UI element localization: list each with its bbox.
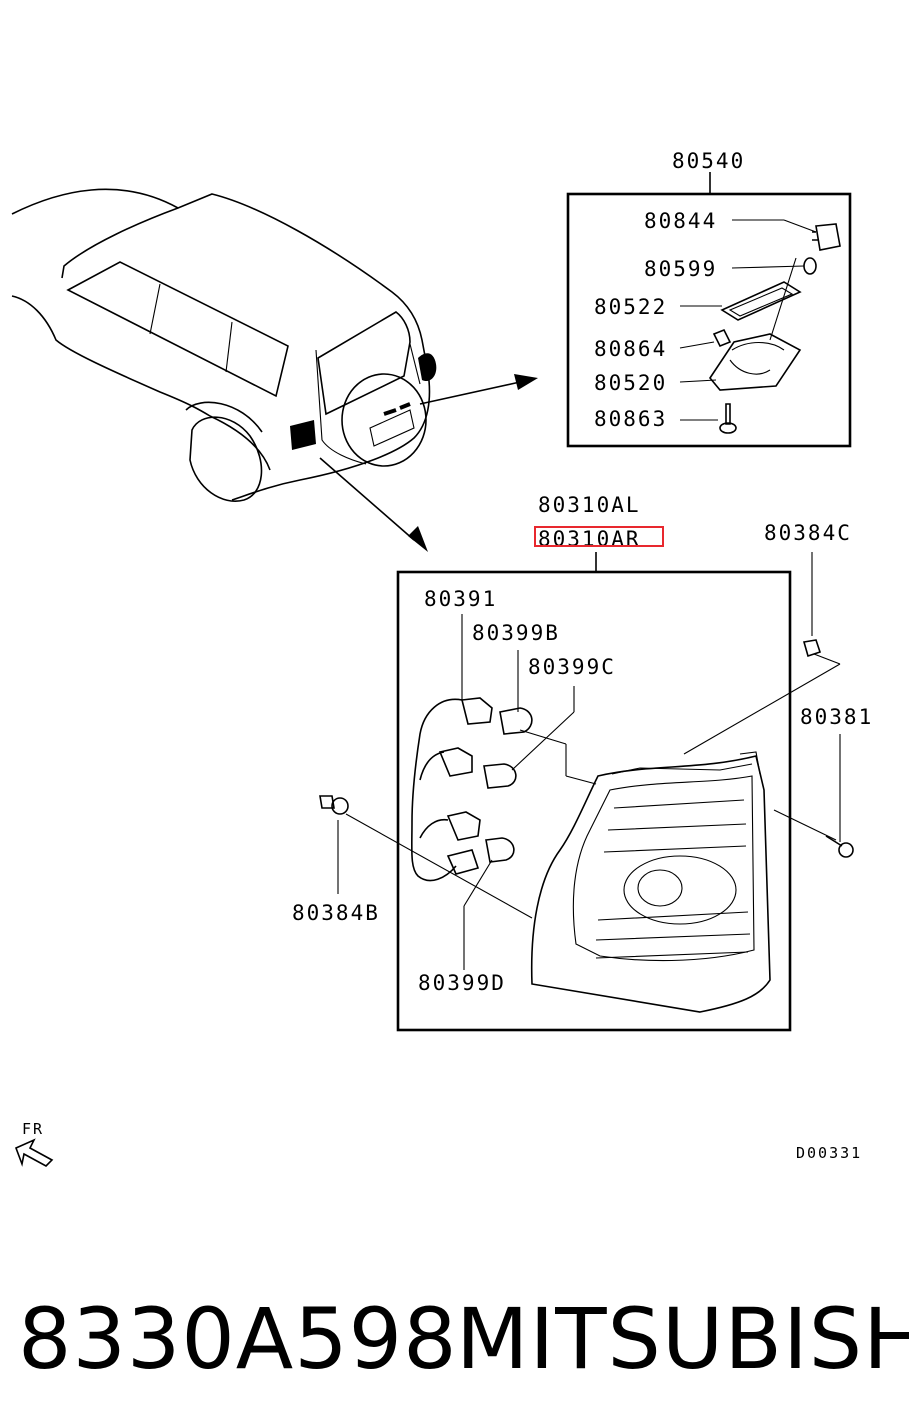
nut-icon — [712, 328, 732, 348]
screw-icon — [719, 403, 737, 434]
label-lens: 80522 — [594, 295, 667, 319]
front-indicator: FR — [14, 1120, 54, 1167]
label-screw: 80863 — [594, 407, 667, 431]
label-clip-c: 80384C — [764, 521, 852, 545]
highlight-box — [534, 526, 664, 547]
pointer-arrows — [319, 374, 538, 552]
clip-b-icon — [319, 795, 349, 815]
label-clip-b: 80384B — [292, 901, 380, 925]
label-tail-lamp-right: 80310AR — [538, 527, 641, 551]
socket-icon — [812, 223, 841, 251]
label-kit: 80540 — [672, 149, 745, 173]
label-housing: 80520 — [594, 371, 667, 395]
clip-c-icon — [802, 639, 822, 658]
label-bulb-c: 80399C — [528, 655, 616, 679]
bulb-c-icon — [483, 763, 517, 789]
housing-icon — [709, 257, 802, 391]
bulb-icon — [803, 257, 817, 275]
label-screw-80381: 80381 — [800, 705, 873, 729]
tail-lamp-assembly: 80310AL 80310AR 80391 80399B 80399C 8039… — [292, 493, 873, 1032]
socket-harness-icon — [410, 697, 493, 882]
part-number: 8330A598 — [18, 1290, 458, 1388]
label-socket-harness: 80391 — [424, 587, 497, 611]
front-mark: FR — [22, 1120, 44, 1138]
front-arrow-icon — [14, 1138, 54, 1167]
tail-lamp-lens-icon — [530, 751, 771, 1013]
screw-80381-icon — [825, 835, 854, 858]
kit-box — [566, 192, 852, 448]
brand-name: MITSUBISHI — [456, 1290, 909, 1388]
label-socket: 80844 — [644, 209, 717, 233]
diagram-code: D00331 — [796, 1144, 862, 1162]
label-bulb: 80599 — [644, 257, 717, 281]
tail-lamp-location-icon — [290, 420, 316, 450]
label-nut: 80864 — [594, 337, 667, 361]
label-bulb-d: 80399D — [418, 971, 506, 995]
label-tail-lamp-left: 80310AL — [538, 493, 641, 517]
bulb-d-icon — [485, 837, 515, 863]
license-lamp-kit: 80540 80844 80599 80522 80864 80520 8086… — [566, 149, 852, 448]
bulb-b-icon — [499, 707, 533, 735]
label-bulb-b: 80399B — [472, 621, 560, 645]
vehicle-illustration — [11, 188, 437, 502]
lens-icon — [720, 281, 802, 321]
tail-lamp-box — [396, 570, 792, 1032]
